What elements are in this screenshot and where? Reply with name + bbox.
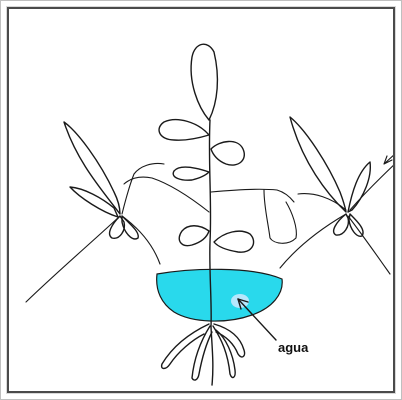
right-stolon-left xyxy=(280,214,346,268)
root-right-outer xyxy=(214,324,245,357)
roots xyxy=(162,324,245,385)
branch-loop xyxy=(264,190,296,243)
water-bowl xyxy=(157,269,283,321)
upper-left-leaf xyxy=(159,120,209,141)
central-left-arch xyxy=(124,177,209,212)
top-leaf xyxy=(191,44,217,120)
left-plant xyxy=(26,122,164,302)
right-plant-arch xyxy=(298,194,346,210)
water-label: agua xyxy=(278,340,309,355)
root-left-inner xyxy=(192,326,212,380)
right-tall-leaf xyxy=(348,162,370,212)
upper-right-leaf xyxy=(211,141,244,165)
left-stolon-down xyxy=(26,216,120,302)
right-branch xyxy=(211,189,294,202)
left-stolon-right xyxy=(122,216,160,264)
lower-left-leaf xyxy=(179,226,209,246)
diagram-canvas: agua xyxy=(7,7,395,393)
right-stolon-down xyxy=(348,216,390,274)
right-stolon-edge xyxy=(350,162,395,210)
left-arch xyxy=(122,163,164,214)
edge-arrow-icon xyxy=(384,152,395,164)
lower-right-leaf xyxy=(214,231,254,252)
mid-left-leaf xyxy=(173,167,209,180)
water-pool xyxy=(157,269,283,321)
right-plant xyxy=(280,117,395,274)
root-center xyxy=(211,327,213,385)
plant-diagram: agua xyxy=(9,9,395,393)
right-upper-leaf xyxy=(290,117,346,212)
root-right-inner xyxy=(213,326,235,377)
left-upper-leaf xyxy=(64,122,120,214)
